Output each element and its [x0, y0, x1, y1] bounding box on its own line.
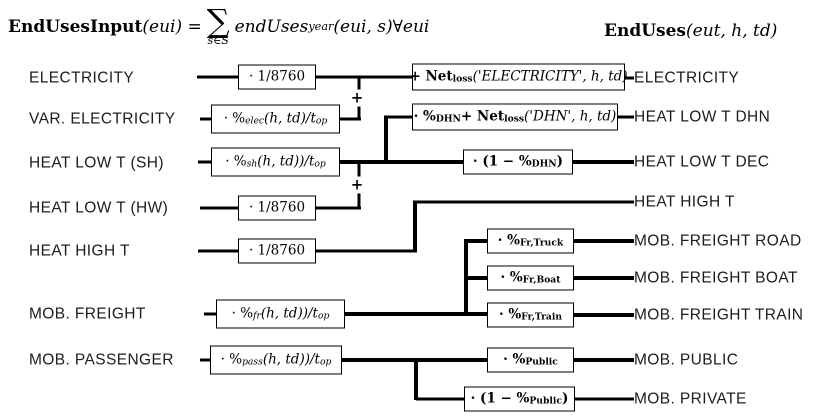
sum-subscript: s∈S: [207, 34, 229, 48]
box-electricity-per-hour: · 1/8760: [238, 64, 316, 90]
label-out-electricity: ELECTRICITY: [634, 69, 740, 87]
connector-freight-main: [343, 312, 489, 316]
connector-passenger-a: [200, 358, 211, 362]
box-public-share: · %Public: [487, 347, 574, 373]
formula-name: EndUsesInput: [8, 16, 143, 37]
connector-dhn-a: [384, 115, 413, 119]
connector-heathigh-a: [198, 249, 238, 253]
connector-heatlow-main: [337, 160, 465, 164]
connector-freight-a: [204, 312, 217, 316]
box-private-share: · (1 − %Public): [464, 386, 575, 412]
formula-args: (eut, h, td): [686, 21, 778, 41]
connector-public-out: [572, 358, 634, 362]
formula-term: endUses: [234, 16, 309, 37]
label-out-mob-freight-boat: MOB. FREIGHT BOAT: [634, 269, 798, 287]
formula-term-sub: year: [308, 20, 334, 34]
end-uses-output-formula: EndUses(eut, h, td): [604, 21, 777, 41]
connector-electricity-c: [621, 76, 634, 80]
plus-operator-heatlow: +: [347, 176, 367, 194]
connector-electricity-a: [197, 75, 238, 79]
label-in-heat-high-t: HEAT HIGH T: [29, 242, 130, 260]
sum-symbol: ∑: [206, 2, 230, 40]
connector-heathigh-b: [314, 249, 417, 253]
label-in-heat-low-t-sh: HEAT LOW T (SH): [29, 154, 164, 172]
connector-boat-out: [572, 276, 634, 280]
connector-heathigh-out: [413, 200, 634, 204]
label-in-electricity: ELECTRICITY: [29, 69, 135, 87]
formula-name: EndUses: [604, 21, 686, 41]
box-freight-train-share: · %Fr,Train: [487, 302, 574, 328]
connector-varelec-b: [337, 117, 361, 121]
branch-heathigh-up: [413, 202, 417, 252]
connector-varelec-a: [200, 117, 212, 121]
plus-operator-electricity: +: [347, 89, 367, 107]
connector-dhn-b: [614, 115, 634, 119]
label-out-heat-low-t-dhn: HEAT LOW T DHN: [634, 108, 771, 126]
summation: ∑ s∈S: [206, 2, 230, 48]
branch-freight-split: [464, 240, 468, 316]
connector-heatlow-hw-b: [314, 206, 361, 210]
branch-dhn-up: [384, 116, 388, 163]
label-in-var-electricity: VAR. ELECTRICITY: [29, 110, 176, 128]
box-dec-share: · (1 − %DHN): [463, 149, 573, 175]
label-in-mob-freight: MOB. FREIGHT: [29, 305, 146, 323]
formula-tail: (eui, s)∀eui: [333, 16, 430, 37]
connector-train-out: [572, 313, 634, 317]
label-in-heat-low-t-hw: HEAT LOW T (HW): [29, 199, 169, 217]
branch-private-down: [414, 359, 418, 400]
box-freight-truck-share: · %Fr,Truck: [487, 228, 574, 254]
box-freight-boat-share: · %Fr,Boat: [487, 265, 574, 291]
box-hw-per-hour: · 1/8760: [238, 195, 316, 221]
connector-dec-out: [570, 160, 634, 164]
box-heathigh-per-hour: · 1/8760: [238, 238, 316, 264]
label-out-mob-freight-train: MOB. FREIGHT TRAIN: [634, 306, 804, 324]
connector-heatlow-hw-a: [200, 206, 238, 210]
connector-heatlow-sh-a: [198, 160, 212, 164]
label-in-mob-passenger: MOB. PASSENGER: [29, 351, 174, 369]
label-out-heat-low-t-dec: HEAT LOW T DEC: [634, 153, 770, 171]
connector-truck-in: [464, 239, 488, 243]
connector-private-in: [416, 397, 465, 401]
label-out-mob-public: MOB. PUBLIC: [634, 351, 739, 369]
label-out-mob-freight-road: MOB. FREIGHT ROAD: [634, 232, 802, 250]
formula-args: (eui) =: [142, 16, 202, 37]
connector-private-out: [572, 397, 634, 401]
connector-boat-in: [464, 276, 488, 280]
label-out-mob-private: MOB. PRIVATE: [634, 390, 747, 408]
connector-electricity-b: [314, 75, 414, 79]
connector-truck-out: [572, 239, 634, 243]
label-out-heat-high-t: HEAT HIGH T: [634, 193, 735, 211]
